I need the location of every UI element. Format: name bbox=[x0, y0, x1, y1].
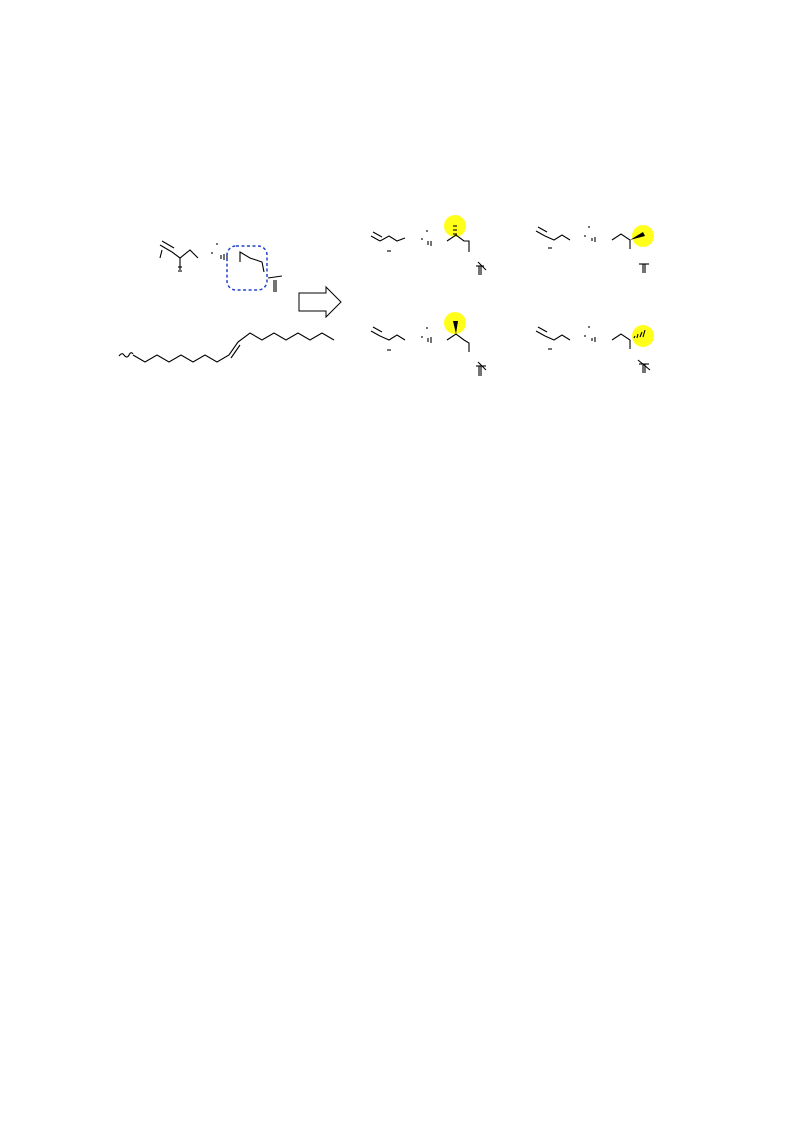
hollow-right-arrow-icon bbox=[298, 285, 342, 319]
bold-wedge bbox=[630, 232, 645, 240]
selection-box bbox=[226, 245, 268, 291]
product-bottom-left bbox=[370, 312, 487, 376]
bold-wedge bbox=[453, 321, 458, 334]
product-top-right bbox=[535, 225, 654, 273]
reactant-bottom-chain bbox=[118, 332, 335, 363]
product-top-left bbox=[370, 215, 487, 275]
product-bottom-right bbox=[535, 325, 654, 373]
